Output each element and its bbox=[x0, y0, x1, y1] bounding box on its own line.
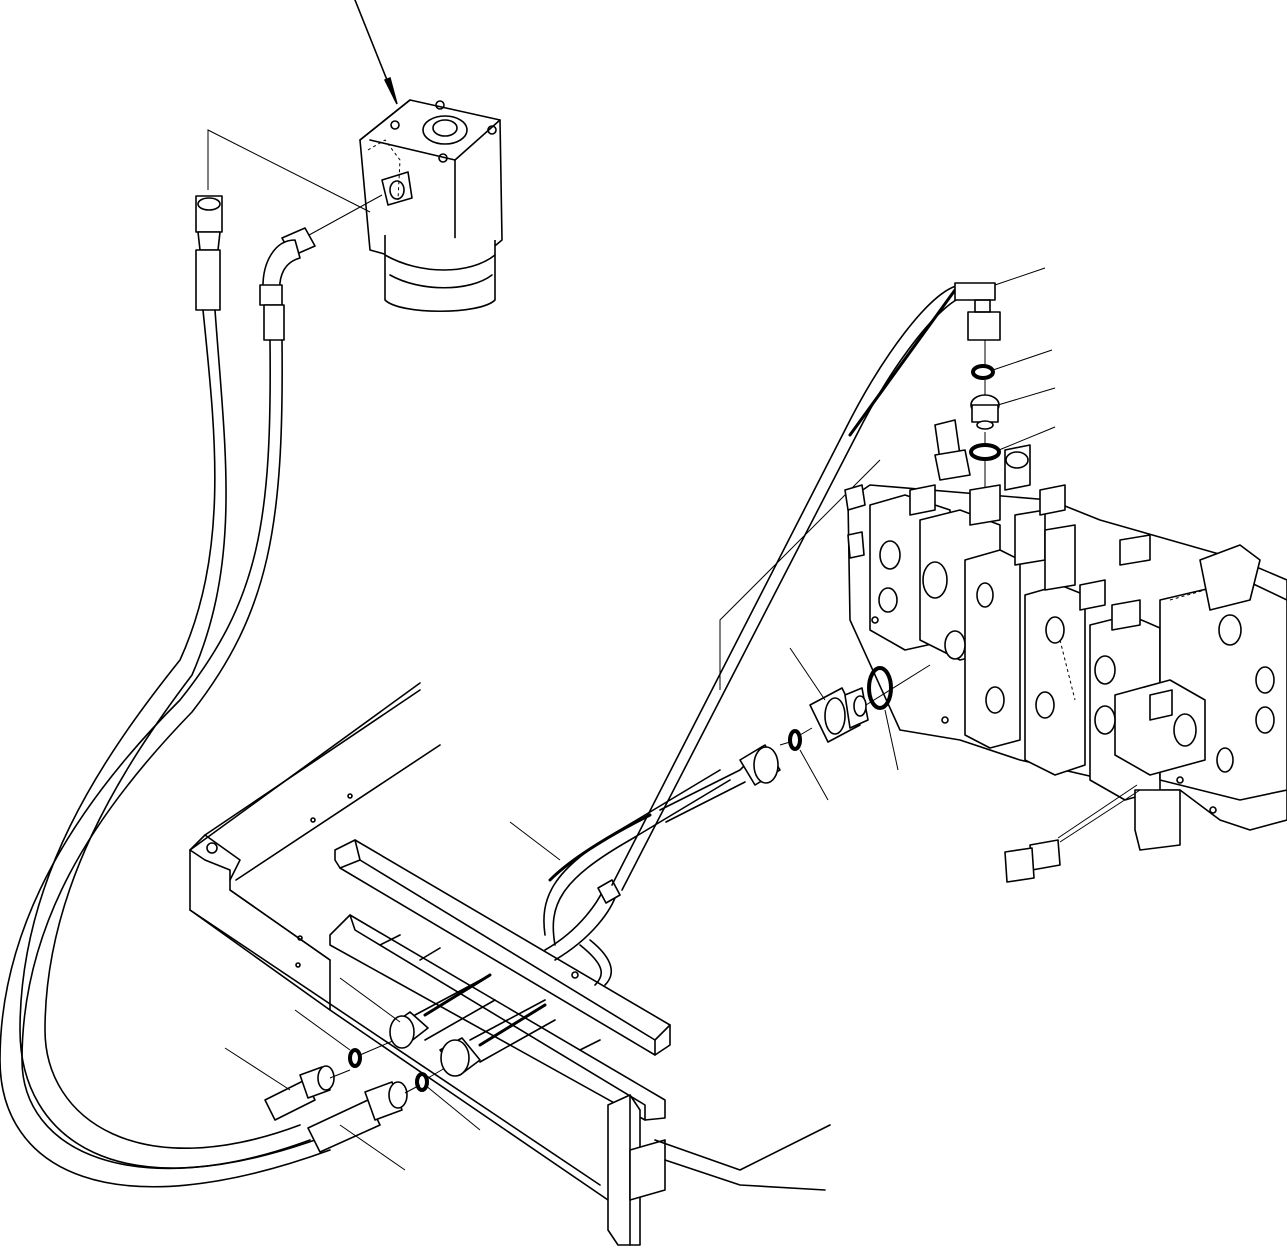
hose-left bbox=[19, 195, 311, 1169]
connector-fittings-top bbox=[969, 267, 1056, 488]
o-ring bbox=[415, 1072, 429, 1092]
steering-unit bbox=[359, 99, 503, 313]
connector-fittings-side bbox=[509, 647, 931, 861]
leader-arrow-steering bbox=[354, 0, 398, 105]
o-ring bbox=[788, 729, 802, 751]
guide-line bbox=[719, 459, 881, 690]
hose-right bbox=[0, 227, 331, 1188]
guide-line bbox=[207, 129, 371, 213]
control-valve-block bbox=[844, 419, 1287, 851]
o-ring bbox=[348, 1048, 362, 1068]
o-ring bbox=[867, 666, 893, 710]
electrical-connector bbox=[1004, 784, 1141, 883]
guide-line bbox=[299, 194, 383, 241]
connector-fittings-bottom bbox=[224, 973, 556, 1171]
o-ring bbox=[971, 364, 995, 380]
steel-tube-upper bbox=[543, 744, 781, 946]
o-ring bbox=[969, 443, 1001, 461]
frame-bracket bbox=[189, 682, 831, 1246]
steel-tube-lower bbox=[544, 282, 1001, 986]
